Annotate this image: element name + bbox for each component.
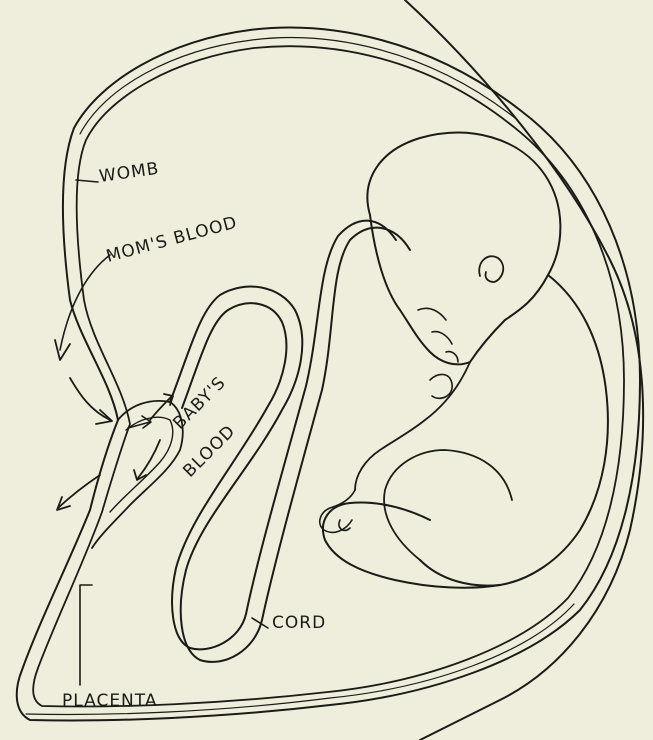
label-cord: CORD xyxy=(272,613,326,633)
label-placenta: PLACENTA xyxy=(62,691,157,711)
baby-arm xyxy=(355,362,470,490)
babys-blood-arrow-down xyxy=(134,440,160,480)
baby-hand xyxy=(320,490,355,532)
moms-blood-arrow-1 xyxy=(55,340,70,360)
umbilical-cord-inner xyxy=(172,221,396,650)
baby-ear xyxy=(479,256,503,282)
baby-legs xyxy=(323,502,500,587)
label-babys-blood-line2: BLOOD xyxy=(179,421,239,481)
baby-face xyxy=(418,308,458,362)
placenta-leader xyxy=(80,585,92,685)
babys-blood-arrow-up xyxy=(150,394,173,420)
baby-head xyxy=(367,133,560,365)
abdomen-outline xyxy=(405,0,643,740)
placenta-inner xyxy=(110,417,173,512)
womb-leader xyxy=(76,180,98,182)
label-womb: WOMB xyxy=(98,159,161,187)
baby-back xyxy=(420,275,608,586)
baby-thigh xyxy=(384,450,512,560)
womb-wall-inner xyxy=(33,46,624,706)
label-moms-blood: MOM'S BLOOD xyxy=(104,213,240,267)
baby-fist xyxy=(430,374,452,398)
